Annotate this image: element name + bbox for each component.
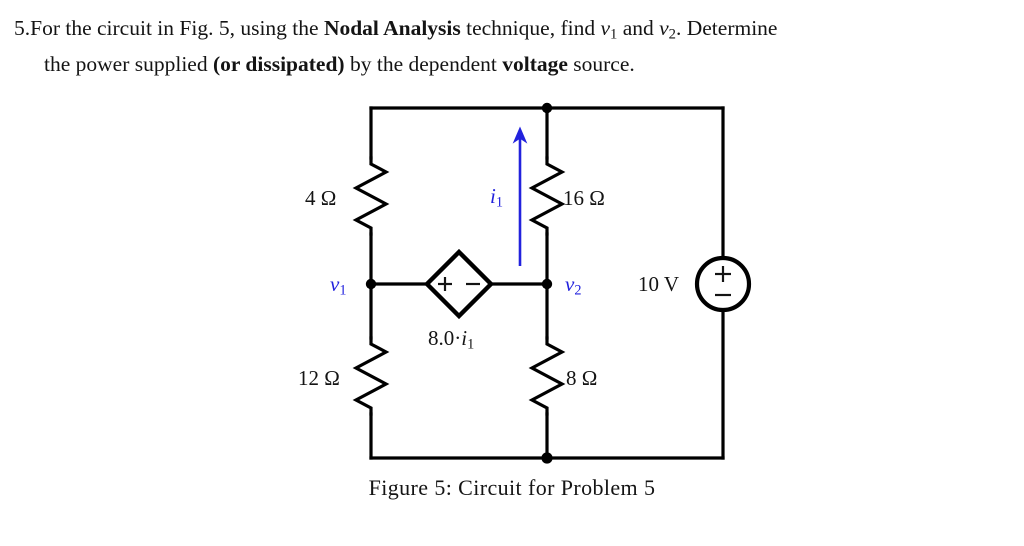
independent-voltage-source-circle — [694, 255, 752, 313]
figure-caption: Figure 5: Circuit for Problem 5 — [368, 475, 656, 500]
problem-text-1a: For the circuit in Fig. 5, using the — [30, 16, 324, 40]
problem-statement: 5.For the circuit in Fig. 5, using the N… — [14, 14, 1006, 79]
problem-text-2c: source. — [567, 51, 635, 76]
resistor-4-ohm-body — [352, 156, 390, 236]
problem-line-2: the power supplied (or dissipated) by th… — [14, 50, 1006, 79]
independent-source-label-10v: 10 V — [638, 272, 680, 296]
dependent-source-plus-icon — [438, 277, 452, 291]
node-dot-v2 — [541, 278, 553, 290]
problem-number: 5. — [14, 16, 31, 40]
problem-text-2b: by the dependent — [344, 51, 503, 76]
resistor-label-4-ohm: 4 Ω — [305, 186, 337, 210]
resistor-label-8-ohm: 8 Ω — [566, 366, 598, 390]
resistor-label-12-ohm: 12 Ω — [298, 366, 340, 390]
node-dot-top — [541, 102, 553, 114]
problem-line-1: 5.For the circuit in Fig. 5, using the N… — [14, 14, 1006, 50]
node-label-v2: v2 — [565, 272, 582, 299]
problem-text-1c: and — [617, 16, 660, 40]
vsource-plus-icon — [715, 266, 731, 282]
problem-text-2a: the power supplied — [44, 51, 213, 76]
current-label-i1: i1 — [490, 184, 503, 211]
node-label-v1: v1 — [330, 272, 347, 299]
problem-emphasis-or-dissipated: (or dissipated) — [212, 51, 345, 76]
problem-variable-v2: v2 — [659, 16, 676, 43]
resistor-16-ohm-body — [528, 156, 566, 236]
resistor-12-ohm-body — [352, 336, 390, 416]
resistor-8-ohm-body — [528, 336, 566, 416]
problem-text-1b: technique, find — [460, 16, 601, 40]
dependent-source-label-current: i1 — [461, 326, 475, 353]
node-dot-bottom-ground — [541, 452, 553, 464]
problem-emphasis-voltage: voltage — [502, 51, 568, 76]
dependent-voltage-source-diamond — [423, 248, 495, 320]
circuit-figure: 4 Ω 16 Ω 12 Ω 8 Ω 10 V 8.0·i1 v1 v2 i1 — [0, 86, 1024, 486]
problem-emphasis-nodal-analysis: Nodal Analysis — [323, 16, 461, 40]
circuit-diagram — [352, 102, 752, 464]
resistor-label-16-ohm: 16 Ω — [563, 186, 605, 210]
current-arrow-i1 — [512, 126, 528, 266]
node-dot-v1 — [365, 278, 377, 290]
problem-variable-v1: v1 — [600, 16, 618, 43]
dependent-source-label: 8.0·i1 — [428, 326, 475, 353]
problem-text-1d: . Determine — [675, 16, 778, 40]
